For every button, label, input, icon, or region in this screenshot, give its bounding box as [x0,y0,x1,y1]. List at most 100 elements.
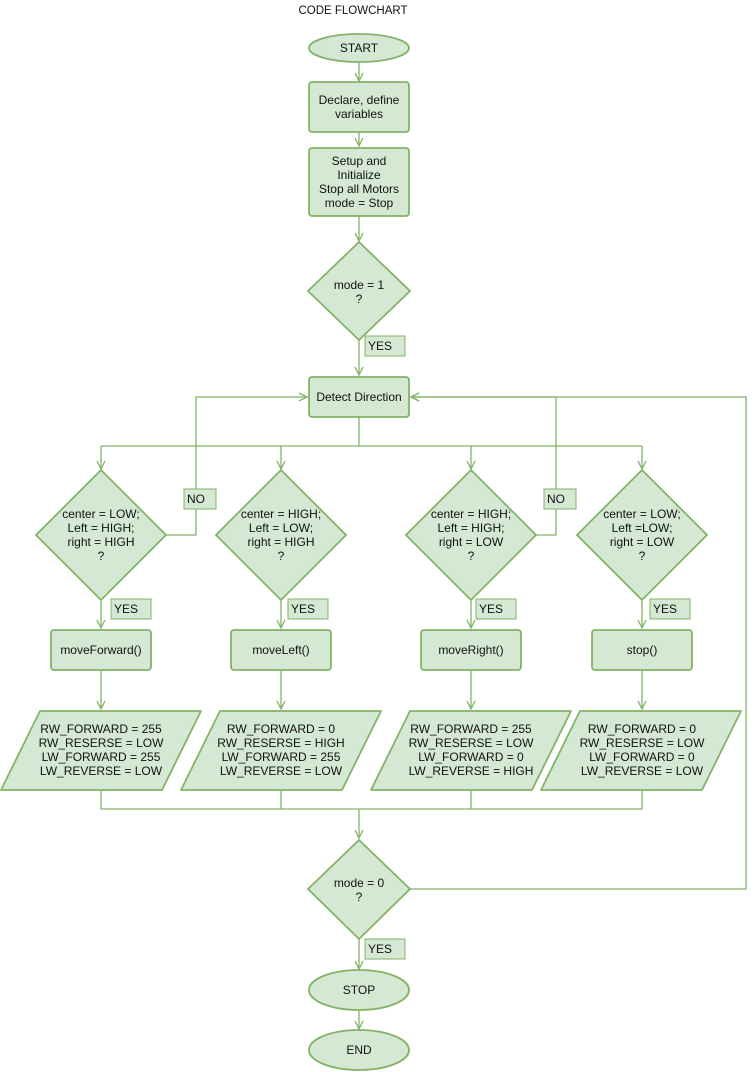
edge-labels [110,335,691,960]
decision-forward [34,468,168,602]
node-line: moveForward() [60,643,141,657]
connectors [100,62,747,1028]
edge-label-yes-forward: YES [114,602,138,616]
node-line: moveRight() [438,643,503,657]
node-text-mode0: mode = 0? [334,876,385,904]
node-text-mode1: mode = 1? [334,278,385,306]
node-line: moveLeft() [252,643,309,657]
decision-stop [575,468,709,602]
label-text: YES NO NO YES YES YES YES YES [114,339,677,956]
shapes [0,33,742,1071]
node-text-cond-left: center = HIGH;Left = LOW;right = HIGH? [241,507,321,563]
node-line: RW_FORWARD = 255 [410,722,532,736]
edge-label-yes-left: YES [291,602,315,616]
node-text-cond-stop: center = LOW;Left =LOW;right = LOW? [603,507,680,563]
output-left [180,710,382,791]
stop-terminator [308,969,410,1011]
decision-left [214,468,348,602]
node-line: Left =LOW; [612,521,673,535]
node-line: LW_REVERSE = LOW [220,764,343,778]
node-line: RW_FORWARD = 0 [588,722,696,736]
move-left-process [230,629,332,671]
node-line: mode = 1 [334,278,385,292]
node-line: center = LOW; [603,507,680,521]
node-line: LW_REVERSE = LOW [40,764,163,778]
node-text-cond-right: center = HIGH;Left = HIGH;right = LOW? [431,507,511,563]
node-line: START [340,41,379,55]
node-line: LW_REVERSE = HIGH [409,764,534,778]
node-line: variables [335,107,383,121]
node-line: right = HIGH [67,535,134,549]
node-line: RW_FORWARD = 255 [40,722,162,736]
edge-label-yes-mode1: YES [368,339,392,353]
node-text-start: START [340,41,379,55]
node-line: center = HIGH; [241,507,321,521]
node-line: Left = LOW; [249,521,313,535]
node-text-move-right: moveRight() [438,643,503,657]
decision-right [404,468,538,602]
node-text-detect: Detect Direction [316,390,401,404]
edge-outputs-merge [100,790,643,810]
node-line: Initialize [337,168,381,182]
node-line: RW_RESERSE = LOW [39,736,164,750]
node-line: ? [356,292,363,306]
start-terminator [308,33,410,63]
node-line: RW_RESERSE = LOW [580,736,705,750]
node-line: END [346,1043,372,1057]
node-line: LW_REVERSE = LOW [581,764,704,778]
node-line: RW_RESERSE = LOW [409,736,534,750]
node-line: LW_FORWARD = 0 [589,750,695,764]
node-line: Stop all Motors [319,182,399,196]
chart-title: CODE FLOWCHART [298,5,407,17]
node-text-stop-term: STOP [343,983,375,997]
mode1-decision [306,240,412,342]
edge-label-no-forward: NO [187,492,205,506]
mode0-decision [306,838,412,941]
move-right-process [420,629,522,671]
output-forward [0,710,202,791]
node-line: mode = 0 [334,876,385,890]
node-line: center = LOW; [62,507,139,521]
node-line: Detect Direction [316,390,401,404]
declare-process [308,81,410,133]
node-text-move-left: moveLeft() [252,643,309,657]
node-text-cond-forward: center = LOW;Left = HIGH;right = HIGH? [62,507,139,563]
node-text-move-forward: moveForward() [60,643,141,657]
edge-label-yes-right: YES [479,602,503,616]
node-line: ? [278,549,285,563]
node-line: STOP [343,983,375,997]
node-line: ? [98,549,105,563]
node-line: ? [356,890,363,904]
node-line: right = LOW [439,535,504,549]
edge-label-yes-stop: YES [653,602,677,616]
node-line: right = LOW [610,535,675,549]
setup-process [308,147,410,217]
node-line: center = HIGH; [431,507,511,521]
edge-mode0-loop [410,397,747,890]
edge-label-no-right: NO [547,492,565,506]
edge-no-forward [166,397,306,536]
edge-label-yes-mode0: YES [368,942,392,956]
output-stop [540,710,742,791]
node-line: Left = HIGH; [437,521,504,535]
node-line: RW_FORWARD = 0 [227,722,335,736]
node-line: ? [639,549,646,563]
node-text-stop-fn: stop() [627,643,658,657]
stop-function-process [591,629,693,671]
node-line: Declare, define [319,93,400,107]
node-line: right = HIGH [247,535,314,549]
output-right [370,710,572,791]
node-line: stop() [627,643,658,657]
end-terminator [308,1029,410,1071]
node-line: RW_RESERSE = HIGH [217,736,344,750]
node-line: Left = HIGH; [67,521,134,535]
node-line: LW_FORWARD = 0 [418,750,524,764]
node-line: LW_FORWARD = 255 [42,750,161,764]
